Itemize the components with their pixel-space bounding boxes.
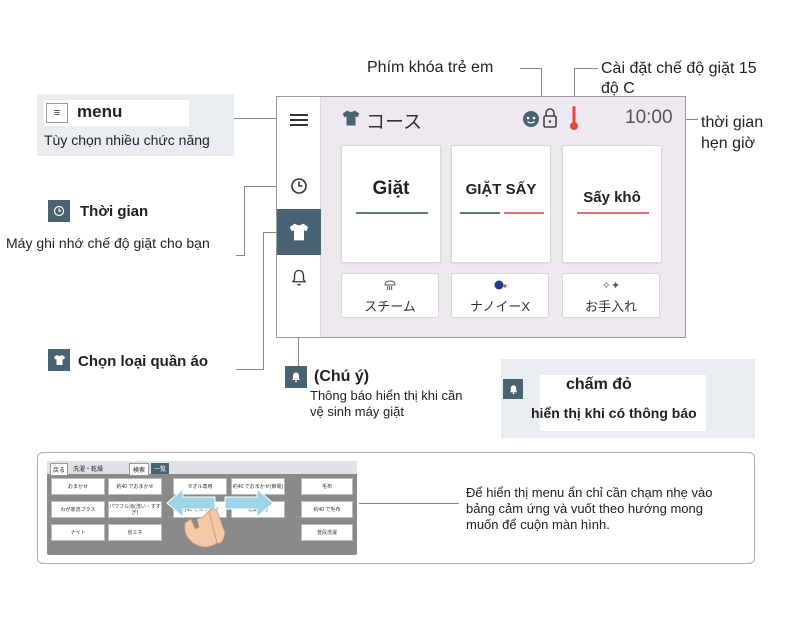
mini-list-button[interactable]: 一覧 bbox=[151, 463, 170, 474]
side-nav bbox=[277, 97, 321, 337]
mini-search-button[interactable]: 検索 bbox=[129, 463, 150, 476]
nanoe-icon bbox=[452, 279, 548, 294]
swipe-desc: Để hiển thị menu ẩn chỉ cần chạm nhẹ vào… bbox=[466, 485, 713, 532]
dry-tile[interactable]: Sấy khô bbox=[562, 145, 662, 263]
red-dot-desc: hiển thị khi có thông báo bbox=[531, 405, 697, 421]
notice-button[interactable] bbox=[277, 255, 321, 301]
temp-setting-label: Cài đặt chế độ giặt 15 độ C bbox=[601, 60, 757, 97]
sparkle-icon: ✧✦ bbox=[601, 280, 621, 292]
clock-icon bbox=[53, 205, 65, 217]
nanoe-tile[interactable]: ナノイーX bbox=[451, 273, 549, 318]
red-dot-badge bbox=[503, 379, 523, 399]
menu-callout bbox=[44, 100, 189, 126]
mini-screen: 戻る 洗濯・乾燥 検索 一覧 おまかせ 約40 でおまかせ わが家流プラス パワ… bbox=[47, 461, 357, 555]
mini-cell[interactable]: 普段洗濯 bbox=[301, 524, 353, 541]
mini-back-button[interactable]: 戻る bbox=[50, 463, 69, 476]
mini-cell[interactable]: ナイト bbox=[51, 524, 105, 541]
mini-cell[interactable]: わが家流プラス bbox=[51, 501, 105, 518]
shirt-icon bbox=[53, 355, 65, 365]
history-icon bbox=[291, 178, 307, 194]
hand-icon bbox=[184, 508, 226, 548]
red-dot-title: chấm đỏ bbox=[566, 376, 632, 393]
timer-label: thời gian hẹn giờ bbox=[701, 114, 764, 152]
history-button[interactable] bbox=[277, 163, 321, 209]
header-title: コース bbox=[366, 112, 423, 133]
bell-icon bbox=[291, 269, 307, 286]
menu-title: menu bbox=[77, 102, 123, 121]
child-face-icon bbox=[523, 111, 539, 127]
thermometer-icon[interactable] bbox=[569, 105, 579, 131]
menu-button[interactable] bbox=[277, 97, 321, 143]
bell-icon bbox=[292, 372, 300, 383]
menu-desc: Tùy chọn nhiều chức năng bbox=[44, 132, 210, 148]
mini-cell[interactable]: 省エネ bbox=[108, 524, 162, 541]
shirt-icon bbox=[289, 223, 309, 241]
notice-desc: Thông báo hiển thị khi cần vệ sinh máy g… bbox=[310, 388, 463, 419]
clothes-badge bbox=[48, 349, 70, 371]
history-title: Thời gian bbox=[80, 203, 149, 220]
notice-badge bbox=[285, 366, 307, 388]
wash-dry-tile[interactable]: GIẶT SẤY bbox=[451, 145, 551, 263]
clothes-title: Chọn loại quần áo bbox=[78, 353, 208, 370]
steam-tile[interactable]: スチーム bbox=[341, 273, 439, 318]
mini-cell[interactable]: おまかせ bbox=[51, 478, 105, 495]
mini-breadcrumb: 洗濯・乾燥 bbox=[73, 467, 104, 473]
menu-icon-badge: ≡ bbox=[46, 103, 68, 123]
timer-display[interactable]: 10:00 bbox=[625, 107, 673, 128]
mini-cell[interactable]: 約40 で毛布 bbox=[301, 501, 353, 518]
notice-title: (Chú ý) bbox=[314, 368, 370, 385]
swipe-instruction-box: 戻る 洗濯・乾燥 検索 一覧 おまかせ 約40 でおまかせ わが家流プラス パワ… bbox=[37, 452, 755, 564]
shirt-icon bbox=[342, 110, 360, 126]
mini-cell[interactable]: タオル専用 bbox=[173, 478, 227, 495]
mini-cell[interactable]: パワフル滝(洗い・すすぎ) bbox=[108, 501, 162, 518]
control-panel-screen: コース 10:00 Giặt GIẶT SẤY Sấy khô スチーム ナノイ… bbox=[276, 96, 686, 338]
swipe-arrows-icon bbox=[166, 487, 274, 548]
child-lock-label: Phím khóa trẻ em bbox=[367, 59, 494, 76]
history-badge bbox=[48, 200, 70, 222]
lock-icon[interactable] bbox=[542, 107, 558, 129]
hamburger-icon bbox=[290, 114, 308, 126]
care-tile[interactable]: ✧✦ お手入れ bbox=[562, 273, 660, 318]
mini-cell[interactable]: 毛布 bbox=[301, 478, 353, 495]
clothes-button[interactable] bbox=[277, 209, 321, 255]
wash-tile[interactable]: Giặt bbox=[341, 145, 441, 263]
bell-icon bbox=[509, 384, 517, 394]
steam-icon bbox=[342, 279, 438, 294]
mini-cell[interactable]: 約40 でおまかせ bbox=[108, 478, 162, 495]
history-desc: Máy ghi nhớ chế độ giặt cho bạn bbox=[6, 235, 210, 251]
